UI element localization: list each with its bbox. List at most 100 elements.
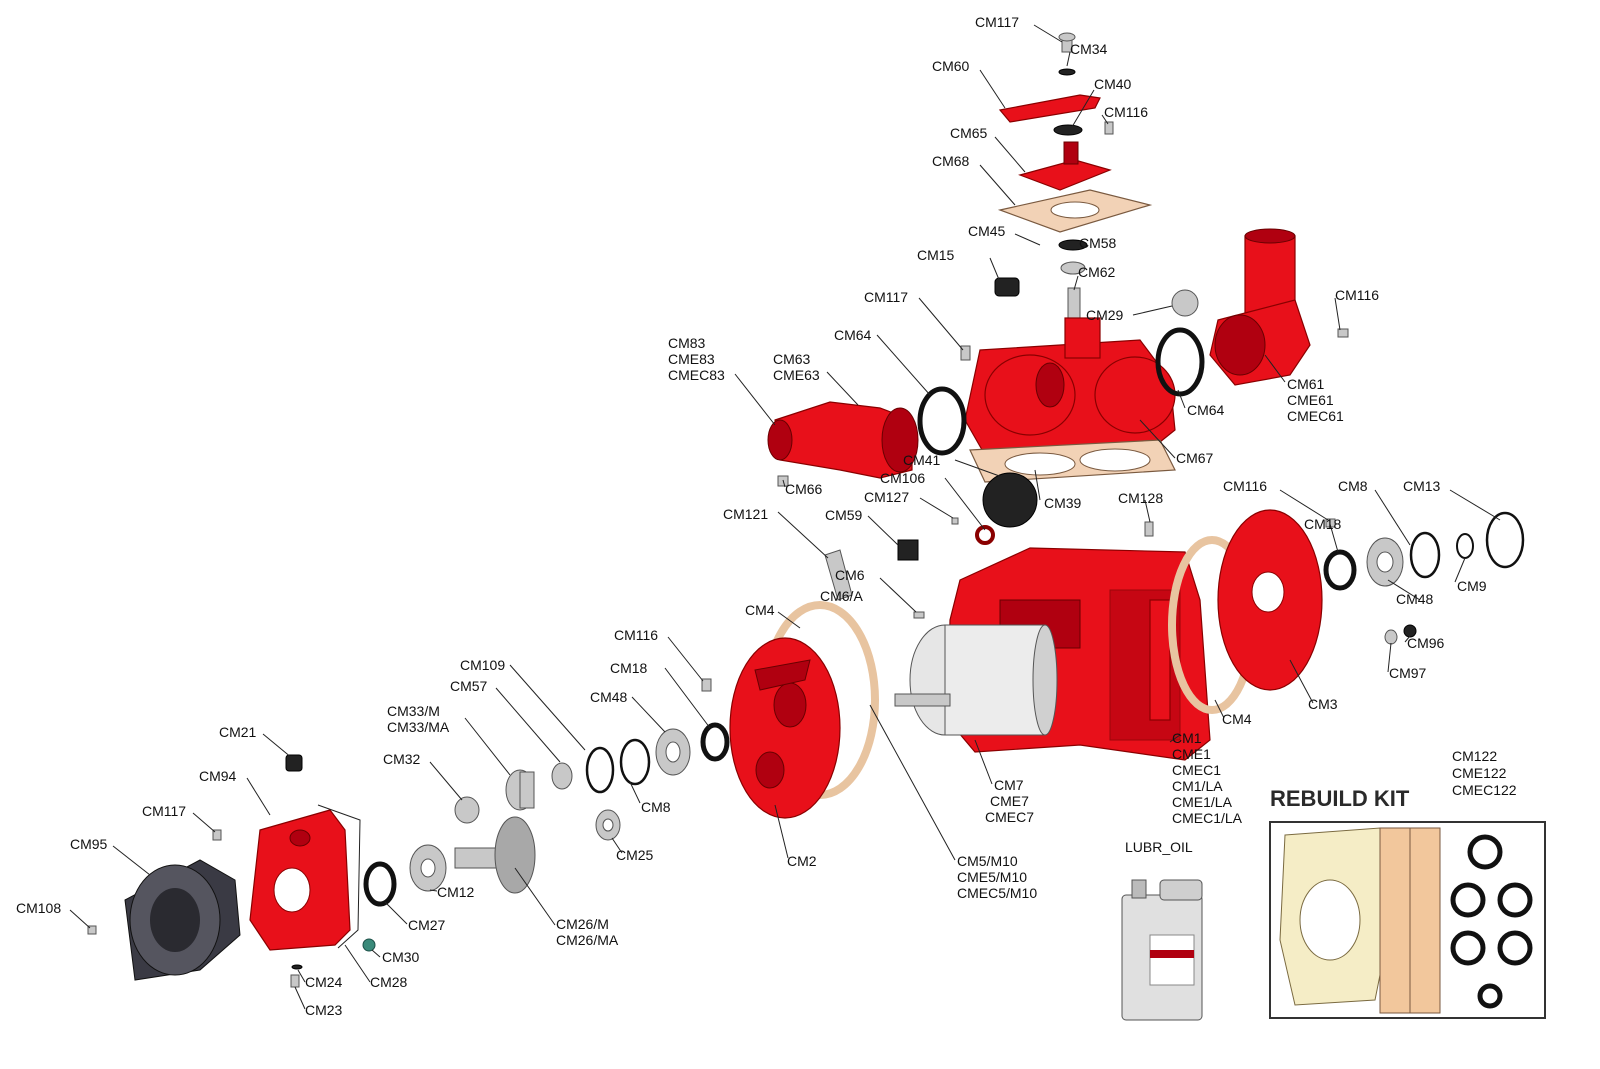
label-cm6a: CM6/A [820,588,863,604]
rebuild-kit-panel: REBUILD KIT [1269,786,1546,1019]
oring-cm13 [1485,511,1525,569]
label-cm24: CM24 [305,974,343,990]
label-cm13: CM13 [1403,478,1441,494]
label-cme5: CME5/M10 [957,869,1027,885]
label-cm97: CM97 [1389,665,1427,681]
label-cmec1: CMEC1 [1172,762,1221,778]
plug-cm29 [1171,289,1199,317]
label-cm116-right: CM116 [1335,287,1379,303]
plug-cm96 [1403,624,1417,638]
bolt-cm117-low [212,829,222,841]
ring-cm9 [1456,533,1474,559]
label-cm117-low: CM117 [142,803,186,819]
label-cm62: CM62 [1078,264,1116,280]
screw-cm127 [951,517,959,525]
label-lubr-oil: LUBR_OIL [1125,839,1193,855]
label-cm116-low: CM116 [614,627,658,643]
oring-cm45 [1058,239,1088,251]
label-cm15: CM15 [917,247,955,263]
seal-cm18-right [1323,549,1357,591]
label-cm7: CM7 [994,777,1024,793]
label-cm23: CM23 [305,1002,343,1018]
elbow-cm61 [1209,228,1311,386]
label-cm30: CM30 [382,949,420,965]
label-cm61: CM61 [1287,376,1325,392]
seal-cm18-left [700,722,730,762]
label-cm59: CM59 [825,507,863,523]
eyebolt-cm106 [975,525,995,545]
label-cme83: CME83 [668,351,715,367]
cap-cm15 [994,277,1020,297]
label-cme7: CME7 [990,793,1029,809]
lever-cm60 [998,94,1101,123]
gasket-cm28 [317,804,361,949]
label-cm39: CM39 [1044,495,1082,511]
leader-lines [69,24,1501,1010]
label-cm64-left: CM64 [834,327,872,343]
screw-cm116-top [1104,121,1114,135]
screw-cm128 [1144,521,1154,537]
label-cmec83: CMEC83 [668,367,725,383]
gear-shaft-cm26 [454,816,536,894]
label-cmec1-la: CMEC1/LA [1172,810,1243,826]
gear-cm33 [505,769,535,811]
label-cm106: CM106 [880,470,925,486]
label-cm33ma: CM33/MA [387,719,450,735]
label-cm66: CM66 [785,481,823,497]
label-cm67: CM67 [1176,450,1214,466]
label-cm63: CM63 [773,351,811,367]
label-cm116-plate: CM116 [1223,478,1267,494]
label-cm5: CM5/M10 [957,853,1018,869]
nut-cm32 [454,796,480,824]
label-cmec5: CMEC5/M10 [957,885,1037,901]
label-cm121: CM121 [723,506,768,522]
pin-cm6 [913,611,925,619]
screw-cm116-low [701,678,712,692]
label-cm2: CM2 [787,853,817,869]
label-cme61: CME61 [1287,392,1334,408]
screw-cm108 [87,925,97,935]
label-cm117-top: CM117 [975,14,1019,30]
label-cm4-left: CM4 [745,602,775,618]
plug-cm30 [362,938,376,952]
oring-cm64-right [1155,327,1205,397]
label-cm33m: CM33/M [387,703,440,719]
label-cm60: CM60 [932,58,970,74]
circlip-cm109 [585,746,615,794]
label-cm116-top: CM116 [1104,104,1148,120]
label-cme63: CME63 [773,367,820,383]
label-cm95: CM95 [70,836,108,852]
screw-cm116-right [1337,328,1349,338]
oring-cm64-left [917,386,967,456]
label-cm94: CM94 [199,768,237,784]
label-cm6: CM6 [835,567,865,583]
label-cm109: CM109 [460,657,505,673]
label-cm3: CM3 [1308,696,1338,712]
label-cm9: CM9 [1457,578,1487,594]
label-cm83: CM83 [668,335,706,351]
rebuild-kit-title: REBUILD KIT [1270,786,1410,811]
label-cm29: CM29 [1086,307,1124,323]
label-cmec122: CMEC122 [1452,782,1517,798]
label-cm26ma: CM26/MA [556,932,619,948]
part-labels: CM117 CM34 CM60 CM40 CM116 CM65 CM68 CM4… [16,14,1517,1018]
label-cm28: CM28 [370,974,408,990]
label-cm1: CM1 [1172,730,1202,746]
label-cm127: CM127 [864,489,909,505]
label-cmec7: CMEC7 [985,809,1034,825]
label-cm96: CM96 [1407,635,1445,651]
label-cm128: CM128 [1118,490,1163,506]
label-cm108: CM108 [16,900,61,916]
spacer-cm57 [551,762,573,790]
label-cm8-right: CM8 [1338,478,1368,494]
label-cm8-left: CM8 [641,799,671,815]
label-cm18-right: CM18 [1304,516,1342,532]
label-cm32: CM32 [383,751,421,767]
sleeve-cm7 [909,624,1058,736]
label-cm58: CM58 [1079,235,1117,251]
label-cme1: CME1 [1172,746,1211,762]
circlip-cm8-right [1409,531,1441,579]
label-cm18-left: CM18 [610,660,648,676]
spring-cm58 [1060,261,1086,275]
